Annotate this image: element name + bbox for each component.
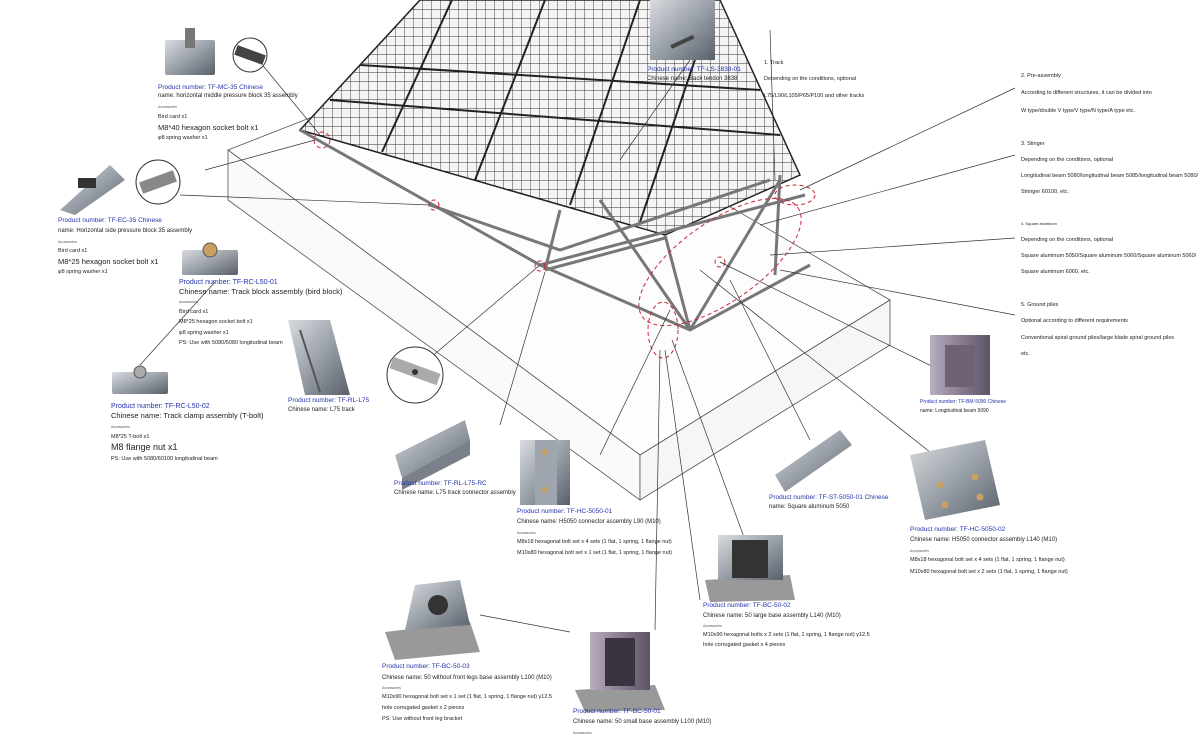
part-name: Chinese name: H5050 connector assembly L… bbox=[910, 537, 1058, 543]
annotation-text: Conventional spiral ground piles/large b… bbox=[1021, 335, 1175, 341]
part-number: Product number: TF-BC-50-02 bbox=[703, 602, 791, 609]
annotation-text: Square aluminum 5050/Square aluminum 506… bbox=[1021, 253, 1197, 259]
part-thumb-rcl5002 bbox=[112, 365, 168, 394]
part-number: Product number: TF-HC-5050-02 bbox=[910, 526, 1006, 533]
accessories-heading: Accessories bbox=[517, 531, 536, 535]
accessory-item: M10x80 hexagonal bolt set x 2 sets (1 fl… bbox=[910, 569, 1068, 575]
part-name: Chinese name: Track clamp assembly (T-bo… bbox=[111, 411, 264, 420]
part-thumb-bm5090 bbox=[930, 335, 990, 395]
annotation-title: 4. Square aluminum bbox=[1021, 221, 1057, 226]
part-thumb-mc35 bbox=[165, 28, 268, 75]
part-thumb-bc5001 bbox=[575, 632, 665, 712]
part-number: Product number: TF-ST-5050-01 Chinese bbox=[769, 494, 889, 501]
part-name: Chinese name: 50 without front legs base… bbox=[382, 675, 552, 681]
accessories-heading: Accessories bbox=[703, 624, 722, 628]
accessory-item: Bird card x1 bbox=[179, 309, 209, 315]
part-name: Chinese name: L75 track connector assemb… bbox=[394, 490, 516, 496]
part-thumb-bc5002 bbox=[705, 535, 795, 602]
accessory-item: hole corrugated gasket x 4 pieces bbox=[703, 642, 786, 648]
annotation-title: 1. Track bbox=[764, 60, 784, 66]
accessory-item: M8*25 T-bolt x1 bbox=[111, 434, 150, 440]
accessories-heading: Accessories bbox=[179, 300, 198, 304]
part-name: Chinese name: L75 track bbox=[288, 407, 355, 413]
annotation-text: Depending on the conditions, optional bbox=[1021, 237, 1114, 243]
part-name: Chinese name: H5050 connector assembly L… bbox=[517, 519, 661, 525]
accessories-heading: Accessories bbox=[910, 549, 929, 553]
accessories-heading: Accessories bbox=[111, 425, 130, 429]
part-number: Product number: TF-MC-35 Chinese bbox=[158, 84, 264, 91]
accessory-item: M8*25 hexagon socket bolt x1 bbox=[58, 257, 159, 266]
accessories-heading: Accessories bbox=[573, 731, 592, 735]
part-number: Product number: TF-EC-35 Chinese bbox=[58, 217, 162, 224]
accessory-item: φ8 spring washer x1 bbox=[158, 135, 208, 141]
annotation-title: 2. Pre-assembly bbox=[1021, 73, 1061, 79]
annotation-text: Depending on the conditions, optional bbox=[764, 76, 857, 82]
part-name: Chinese name: 50 large base assembly L14… bbox=[703, 613, 841, 619]
part-thumb-st505001 bbox=[775, 430, 852, 492]
part-name: name: Longitudinal beam 5090 bbox=[920, 408, 989, 414]
annotation-text: Square aluminum 6060, etc. bbox=[1021, 269, 1090, 275]
accessory-note: PS: Use without front leg bracket bbox=[382, 716, 463, 722]
annotation-text: etc. bbox=[1021, 351, 1030, 357]
part-number: Product number: TF-RL-L75 bbox=[288, 397, 370, 404]
accessory-item: hole corrugated gasket x 2 pieces bbox=[382, 705, 465, 711]
annotation-text: Optional according to different requirem… bbox=[1021, 318, 1128, 324]
accessory-item: Bird card x1 bbox=[58, 248, 88, 254]
part-name: Chinese name: Back tendon 3838 bbox=[647, 76, 738, 82]
part-thumb-rll75 bbox=[288, 320, 350, 395]
accessory-item: M8*40 hexagon socket bolt x1 bbox=[158, 123, 259, 132]
annotation-title: 5. Ground piles bbox=[1021, 302, 1059, 308]
accessory-item: M8*25 hexagon socket bolt x1 bbox=[179, 319, 253, 325]
part-thumb-ec35 bbox=[60, 159, 181, 215]
annotation-text: L75/L90/L105/P65/P100 and other tracks bbox=[764, 93, 865, 99]
accessory-item: φ8 spring washer x1 bbox=[179, 330, 229, 336]
part-thumb-bc5003 bbox=[385, 580, 480, 660]
part-number: Product number: TF-RC-L50-02 bbox=[111, 403, 210, 410]
accessory-item: M8x18 hexagonal bolt set x 4 sets (1 fla… bbox=[517, 539, 672, 545]
accessory-item: M10x90 hexagonal bolts x 2 sets (1 flat,… bbox=[703, 632, 870, 638]
part-number: Product number: TF-BC-50-03 bbox=[382, 663, 470, 670]
part-thumb-rcl5001 bbox=[182, 242, 238, 275]
annotation-text: Longitudinal beam 5080/longitudinal beam… bbox=[1021, 173, 1199, 179]
part-number: Product number: TF-RC-L50-01 bbox=[179, 279, 278, 286]
annotation-text: W type/double V type/V type/N type/A typ… bbox=[1021, 108, 1136, 114]
annotation-text: According to different structures, it ca… bbox=[1021, 90, 1152, 96]
part-name: name: Horizontal side pressure block 35 … bbox=[58, 228, 193, 234]
leader-lines bbox=[139, 29, 1016, 633]
part-name: Chinese name: Track block assembly (bird… bbox=[179, 287, 343, 296]
accessory-note: PS: Use with 5080/5080 longitudinal beam bbox=[179, 340, 283, 346]
part-thumb-hc505001 bbox=[520, 440, 570, 505]
part-thumb-hc505002 bbox=[910, 440, 1000, 520]
part-number: Product number: TF-BC-50-01 bbox=[573, 708, 661, 715]
accessory-item: M8x18 hexagonal bolt set x 4 sets (1 fla… bbox=[910, 557, 1065, 563]
part-name: Chinese name: 50 small base assembly L10… bbox=[573, 719, 712, 725]
part-name: name: Square aluminum 5050 bbox=[769, 504, 850, 510]
part-number: Product number: TF-LS-3838-01 bbox=[647, 66, 741, 73]
part-number: Product number: TF-BM-5090 Chinese bbox=[920, 399, 1007, 405]
part-number: Product number: TF-RL-L75-RC bbox=[394, 480, 487, 487]
accessory-item: M8 flange nut x1 bbox=[111, 442, 178, 452]
part-name: name: horizontal middle pressure block 3… bbox=[158, 93, 298, 99]
accessories-heading: Accessories bbox=[58, 240, 77, 244]
part-thumb-ls3838 bbox=[650, 0, 715, 60]
annotation-title: 3. Stinger bbox=[1021, 141, 1045, 147]
part-thumb-rll75rc bbox=[395, 420, 470, 490]
accessory-item: Bird card x1 bbox=[158, 114, 188, 120]
accessory-item: M10x90 hexagonal bolt set x 1 set (1 fla… bbox=[382, 694, 552, 700]
accessories-heading: Accessories bbox=[382, 686, 401, 690]
accessory-note: PS: Use with 5080/60100 longitudinal bea… bbox=[111, 456, 218, 462]
annotation-text: Stringer 60100, etc. bbox=[1021, 189, 1070, 195]
accessory-item: φ8 spring washer x1 bbox=[58, 269, 108, 275]
part-thumb-closeup bbox=[386, 346, 444, 404]
annotation-text: Depending on the conditions, optional bbox=[1021, 157, 1114, 163]
part-number: Product number: TF-HC-5050-01 bbox=[517, 508, 613, 515]
accessories-heading: Accessories bbox=[158, 105, 177, 109]
accessory-item: M10x80 hexagonal bolt set x 1 set (1 fla… bbox=[517, 550, 673, 556]
